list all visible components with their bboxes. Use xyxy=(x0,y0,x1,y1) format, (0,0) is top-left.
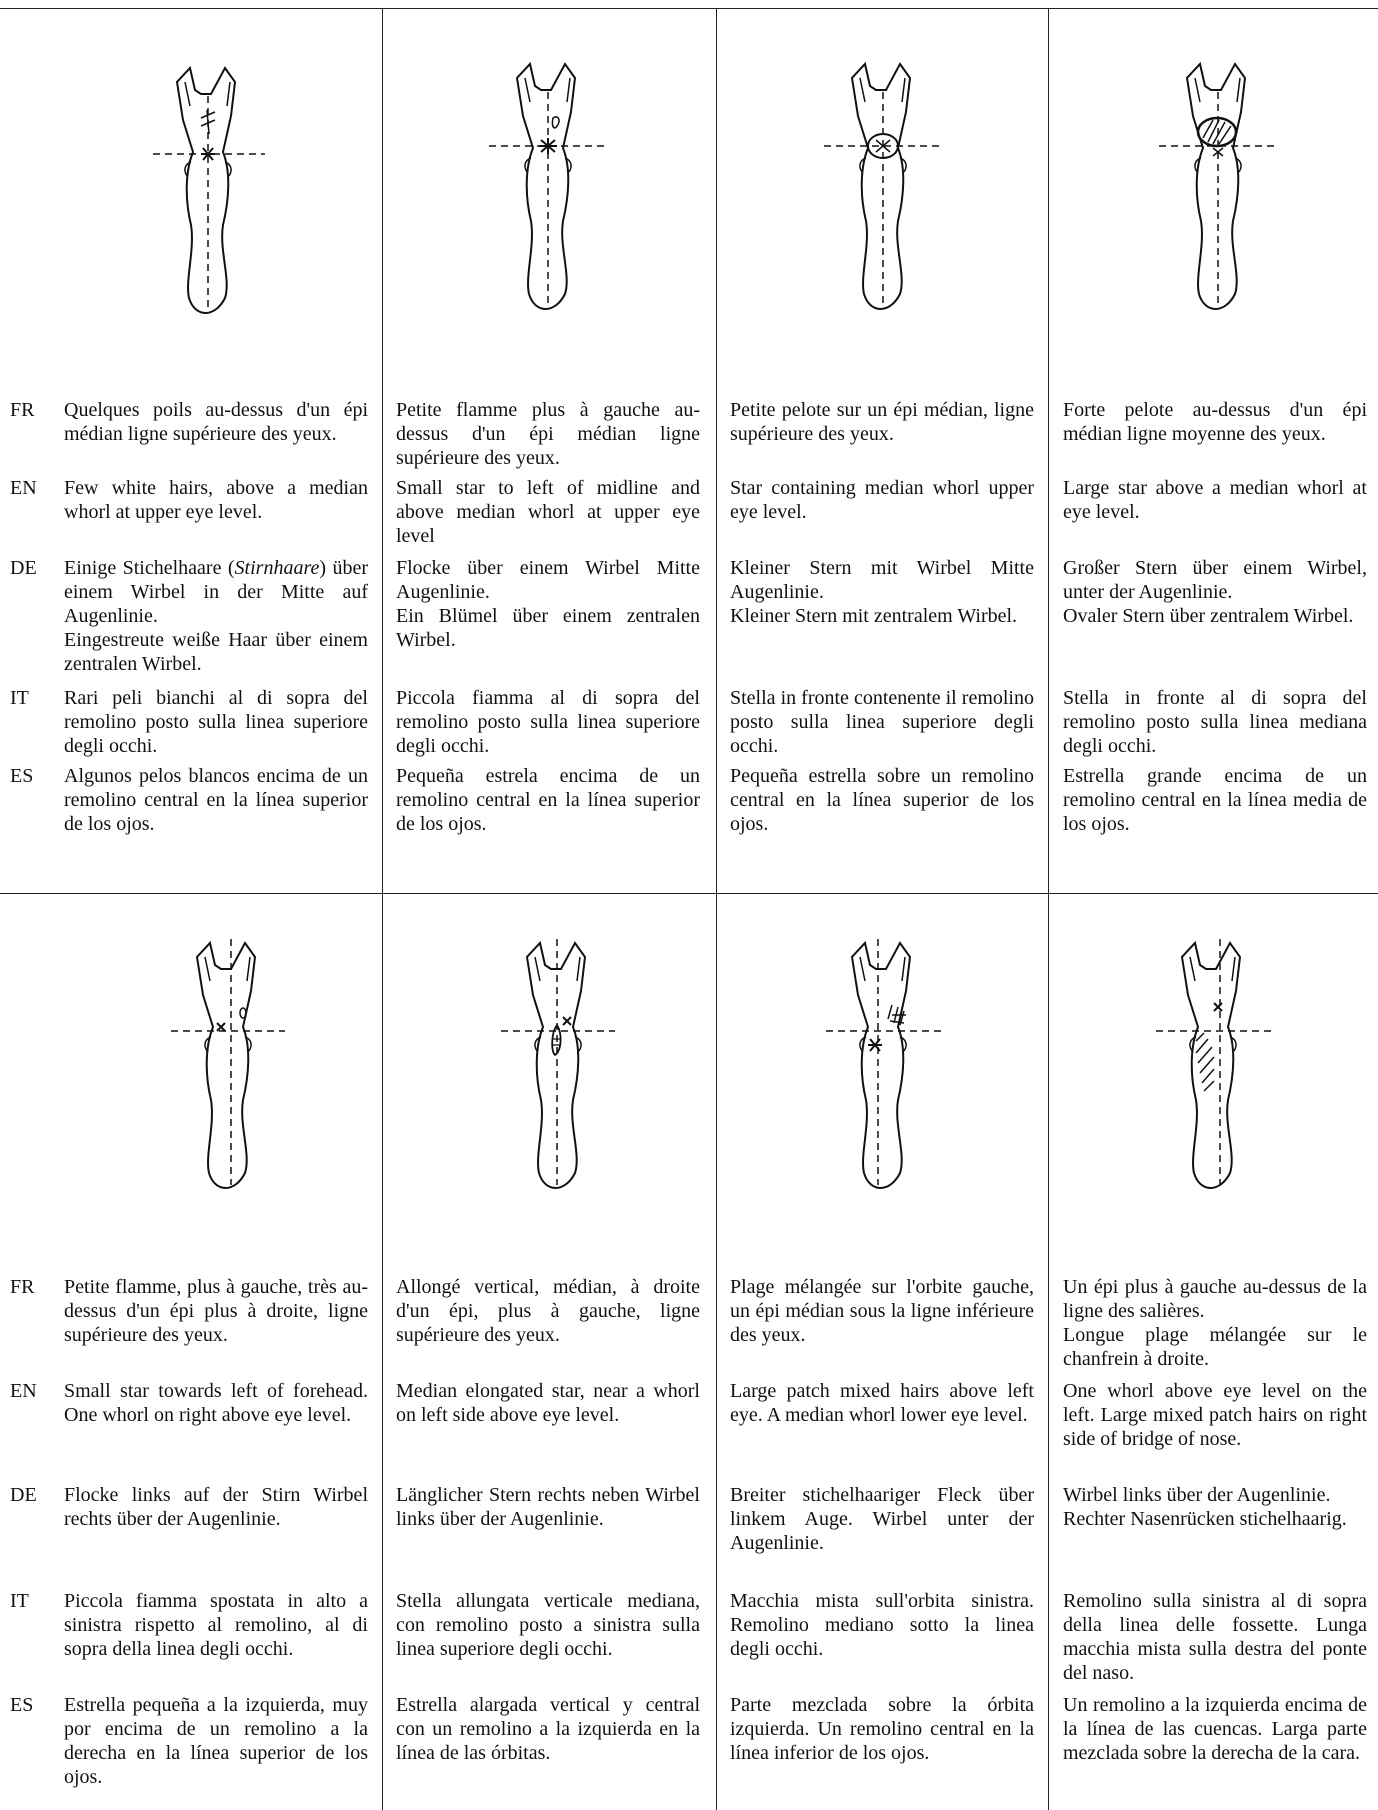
description-fr: Plage mélangée sur l'orbite gauche, un é… xyxy=(730,1275,1034,1347)
description-fr: Petite flamme, plus à gauche, très au-de… xyxy=(64,1275,368,1347)
horse-head-diagram-7 xyxy=(820,935,950,1190)
lang-label-en: EN xyxy=(10,1379,50,1403)
description-de-italic-term: Stirnhaare xyxy=(235,557,320,579)
description-de: Kleiner Stern mit Wirbel Mitte Augenlini… xyxy=(730,556,1034,628)
description-en: Median elongated star, near a whorl on l… xyxy=(396,1379,700,1427)
description-es: Algunos pelos blancos encima de un remol… xyxy=(64,764,368,836)
description-fr: Un épi plus à gauche au-dessus de la lig… xyxy=(1063,1275,1367,1371)
row-divider xyxy=(0,893,1378,894)
column-divider-1 xyxy=(382,8,383,1810)
lang-label-fr: FR xyxy=(10,1275,50,1299)
description-de-text: Einige Stichelhaare ( xyxy=(64,557,235,579)
horse-head-diagram-1 xyxy=(145,60,275,315)
description-es: Estrella alargada vertical y central con… xyxy=(396,1693,700,1765)
lang-label-en: EN xyxy=(10,476,50,500)
description-de: Großer Stern über einem Wirbel, unter de… xyxy=(1063,556,1367,628)
description-en: Small star to left of midline and above … xyxy=(396,476,700,548)
description-fr: Allongé vertical, médian, à droite d'un … xyxy=(396,1275,700,1347)
description-fr: Quelques poils au-dessus d'un épi médian… xyxy=(64,398,368,446)
description-en: Small star towards left of forehead. One… xyxy=(64,1379,368,1427)
description-it: Stella allungata verticale mediana, con … xyxy=(396,1589,700,1661)
description-de: Flocke über einem Wirbel Mitte Augenlini… xyxy=(396,556,700,652)
description-de: Wirbel links über der Augenlinie. Rechte… xyxy=(1063,1483,1367,1531)
description-fr: Petite flamme plus à gauche au-dessus d'… xyxy=(396,398,700,470)
description-de: Länglicher Stern rechts neben Wirbel lin… xyxy=(396,1483,700,1531)
description-it: Stella in fronte contenente il remolino … xyxy=(730,686,1034,758)
description-de: Einige Stichelhaare (Stirnhaare) über ei… xyxy=(64,556,368,676)
description-en: Few white hairs, above a median whorl at… xyxy=(64,476,368,524)
description-es: Pequeña estrela encima de un remolino ce… xyxy=(396,764,700,836)
column-divider-2 xyxy=(716,8,717,1810)
top-rule xyxy=(0,8,1378,9)
column-divider-3 xyxy=(1048,8,1049,1810)
lang-label-es: ES xyxy=(10,1693,50,1717)
horse-head-diagram-2 xyxy=(485,56,615,311)
description-it: Rari peli bianchi al di sopra del remoli… xyxy=(64,686,368,758)
horse-head-diagram-4 xyxy=(1155,56,1285,311)
description-fr: Petite pelote sur un épi médian, ligne s… xyxy=(730,398,1034,446)
description-fr: Forte pelote au-dessus d'un épi médian l… xyxy=(1063,398,1367,446)
description-en: Large star above a median whorl at eye l… xyxy=(1063,476,1367,524)
description-it: Piccola fiamma al di sopra del remolino … xyxy=(396,686,700,758)
lang-label-it: IT xyxy=(10,686,50,710)
description-de: Flocke links auf der Stirn Wirbel rechts… xyxy=(64,1483,368,1531)
lang-label-es: ES xyxy=(10,764,50,788)
description-es: Estrella pequeña a la izquierda, muy por… xyxy=(64,1693,368,1789)
lang-label-de: DE xyxy=(10,556,50,580)
description-es: Pequeña estrella sobre un remolino centr… xyxy=(730,764,1034,836)
horse-head-diagram-5 xyxy=(165,935,295,1190)
description-es: Un remolino a la izquierda encima de la … xyxy=(1063,1693,1367,1765)
description-en: Large patch mixed hairs above left eye. … xyxy=(730,1379,1034,1427)
horse-head-diagram-3 xyxy=(820,56,950,311)
description-it: Macchia mista sull'orbita sinistra. Remo… xyxy=(730,1589,1034,1661)
description-es: Estrella grande encima de un remolino ce… xyxy=(1063,764,1367,836)
description-en: One whorl above eye level on the left. L… xyxy=(1063,1379,1367,1451)
lang-label-de: DE xyxy=(10,1483,50,1507)
description-it: Piccola fiamma spostata in alto a sinist… xyxy=(64,1589,368,1661)
description-de: Breiter stichelhaariger Fleck über linke… xyxy=(730,1483,1034,1555)
lang-label-it: IT xyxy=(10,1589,50,1613)
horse-head-diagram-6 xyxy=(495,935,625,1190)
description-en: Star containing median whorl upper eye l… xyxy=(730,476,1034,524)
description-es: Parte mezclada sobre la órbita izquierda… xyxy=(730,1693,1034,1765)
horse-head-diagram-8 xyxy=(1150,935,1280,1190)
description-it: Remolino sulla sinistra al di sopra dell… xyxy=(1063,1589,1367,1685)
lang-label-fr: FR xyxy=(10,398,50,422)
description-it: Stella in fronte al di sopra del remolin… xyxy=(1063,686,1367,758)
